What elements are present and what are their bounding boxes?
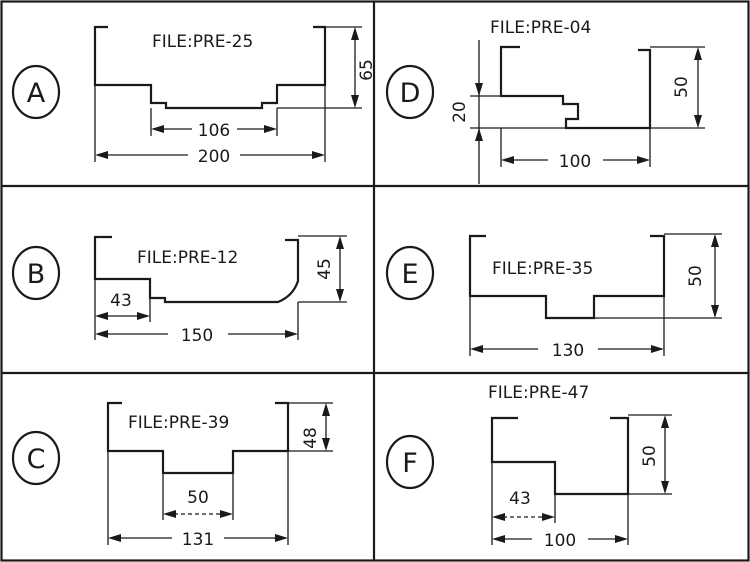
panel-badge: E (385, 245, 435, 301)
file-label: FILE:PRE-04 (490, 18, 591, 38)
dimension-width: 130 (469, 296, 665, 361)
panel-badge: B (11, 245, 61, 301)
panel-c: C FILE:PRE-39 48 50 131 (11, 401, 333, 550)
svg-text:B: B (27, 259, 46, 290)
svg-text:150: 150 (181, 326, 213, 346)
dimension-inner-width: 50 (162, 473, 234, 520)
dimension-lip-height: 20 (450, 40, 566, 184)
dimension-width: 100 (500, 128, 651, 172)
profile-outline (93, 25, 327, 110)
panel-badge: D (385, 64, 435, 120)
dimension-overall-width: 100 (492, 494, 629, 551)
svg-text:50: 50 (672, 76, 692, 98)
dimension-height: 50 (650, 46, 705, 129)
dimension-height: 45 (298, 235, 347, 303)
profile-outline (499, 45, 652, 130)
panel-d: D FILE:PRE-04 50 20 100 (385, 18, 705, 184)
svg-text:E: E (401, 259, 418, 290)
svg-text:50: 50 (686, 265, 706, 287)
profile-outline (468, 234, 666, 320)
svg-text:65: 65 (357, 59, 377, 81)
panel-badge: C (11, 430, 61, 486)
dimension-overall-width: 150 (95, 302, 299, 346)
svg-text:50: 50 (640, 445, 660, 467)
svg-text:A: A (27, 78, 46, 109)
dimension-overall-width: 131 (107, 451, 289, 550)
svg-text:106: 106 (198, 121, 230, 141)
file-label: FILE:PRE-47 (488, 383, 589, 403)
svg-text:20: 20 (450, 101, 470, 123)
dimension-overall-width: 200 (94, 85, 326, 167)
panel-badge: A (11, 64, 61, 120)
profile-outline (490, 416, 630, 496)
dimension-height: 50 (628, 414, 672, 495)
svg-text:C: C (27, 444, 46, 475)
svg-text:43: 43 (509, 489, 531, 509)
svg-text:45: 45 (315, 258, 335, 280)
svg-text:48: 48 (301, 427, 321, 449)
file-label: FILE:PRE-12 (137, 248, 238, 268)
panel-badge: F (385, 434, 435, 490)
svg-text:100: 100 (544, 531, 576, 551)
panel-b: B FILE:PRE-12 45 43 150 (11, 235, 347, 346)
svg-text:130: 130 (552, 341, 584, 361)
svg-text:D: D (400, 78, 421, 109)
svg-text:F: F (402, 448, 418, 479)
svg-text:131: 131 (182, 530, 214, 550)
panel-f: F FILE:PRE-47 50 43 100 (385, 383, 672, 551)
svg-text:43: 43 (110, 291, 132, 311)
svg-text:50: 50 (187, 488, 209, 508)
dimension-height: 50 (594, 233, 722, 319)
file-label: FILE:PRE-35 (492, 259, 593, 279)
panel-a: A FILE:PRE-25 65 106 200 (11, 25, 377, 167)
dimension-step-width: 43 (491, 462, 556, 545)
dimension-height: 65 (277, 26, 377, 109)
profile-outline (106, 401, 290, 475)
panel-e: E FILE:PRE-35 50 130 (385, 233, 722, 361)
dimension-step-width: 43 (94, 279, 151, 340)
file-label: FILE:PRE-25 (152, 32, 253, 52)
file-label: FILE:PRE-39 (128, 413, 229, 433)
svg-text:100: 100 (559, 152, 591, 172)
dimension-inner-width: 106 (150, 108, 278, 141)
svg-text:200: 200 (198, 147, 230, 167)
dimension-height: 48 (288, 402, 333, 452)
